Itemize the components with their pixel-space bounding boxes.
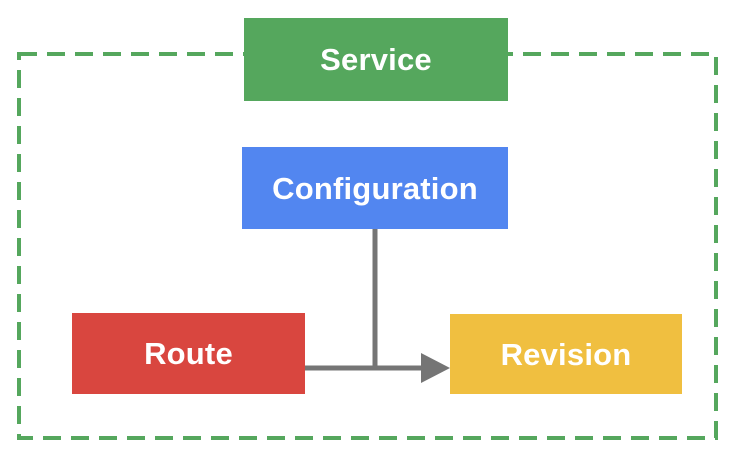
node-route[interactable]: Route	[72, 313, 305, 394]
node-revision[interactable]: Revision	[450, 314, 682, 394]
node-service-label: Service	[320, 42, 432, 77]
node-configuration-label: Configuration	[272, 170, 478, 206]
connector-arrowhead-icon	[421, 353, 450, 383]
node-revision-label: Revision	[500, 336, 632, 372]
node-route-label: Route	[144, 336, 233, 371]
node-service[interactable]: Service	[244, 18, 508, 101]
node-configuration[interactable]: Configuration	[242, 147, 508, 229]
